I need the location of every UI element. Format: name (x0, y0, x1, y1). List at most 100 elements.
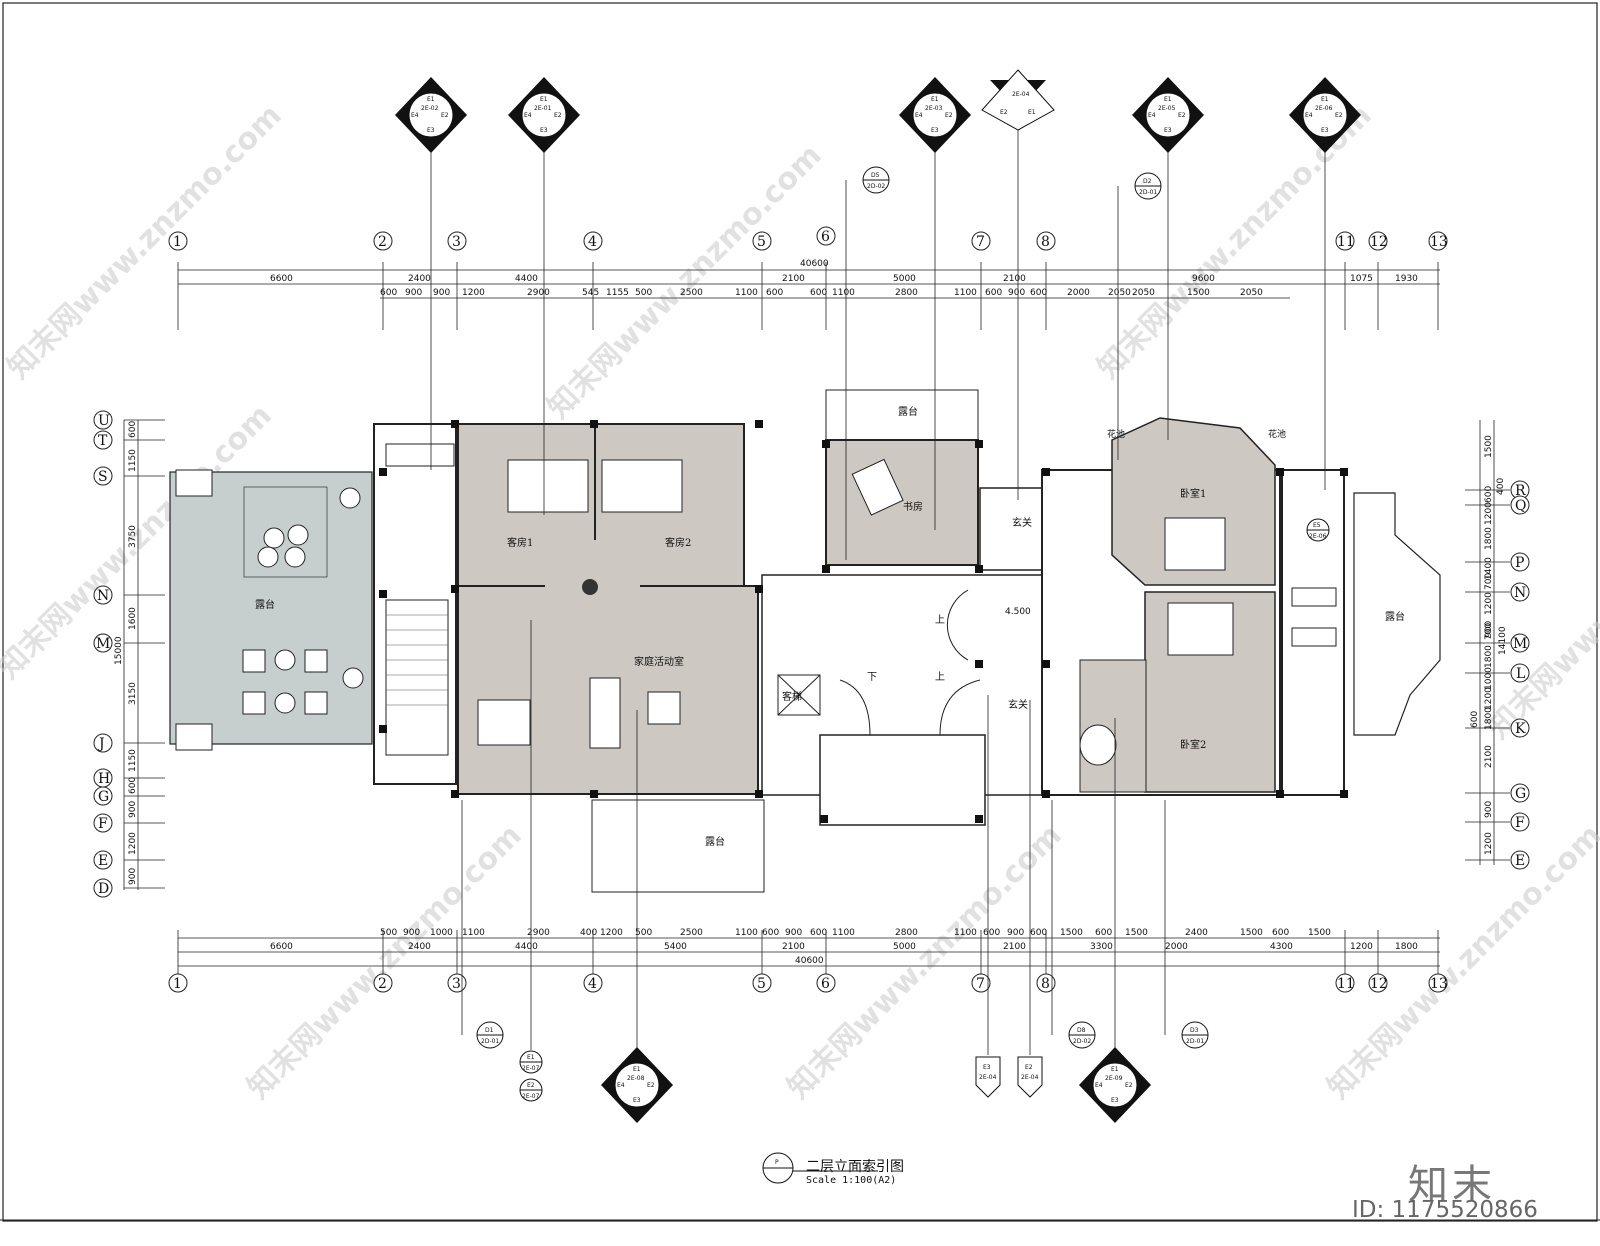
grid-label: 6 (821, 229, 830, 245)
svg-text:2E-06: 2E-06 (1315, 105, 1333, 112)
svg-text:E1: E1 (540, 96, 548, 103)
svg-text:1200: 1200 (1350, 942, 1373, 952)
terrace-column (175, 723, 213, 751)
svg-text:900: 900 (1484, 621, 1494, 638)
svg-text:545: 545 (582, 288, 599, 298)
outdoor-table-set (243, 486, 328, 578)
svg-text:1200: 1200 (128, 832, 138, 855)
grid-label: J (97, 736, 105, 752)
right-terrace (1353, 492, 1441, 736)
top-dimension-lines (177, 262, 1440, 330)
svg-text:2400: 2400 (408, 942, 431, 952)
svg-text:40600: 40600 (795, 956, 824, 966)
grid-label: 1 (173, 234, 182, 250)
svg-text:2000: 2000 (1067, 288, 1090, 298)
room-label-study: 书房 (903, 500, 923, 513)
grid-label: 1 (173, 976, 182, 992)
svg-text:1075: 1075 (1350, 274, 1373, 284)
side-dimension-texts: 600 1150 3750 1600 15000 3150 1150 600 9… (114, 421, 1508, 885)
svg-text:1100: 1100 (735, 288, 758, 298)
index-symbol-top: E1 E4 E2 E3 2E-02 E1 E4 E2 E3 2E-01 E1 E… (395, 69, 1361, 153)
grid-label: S (98, 469, 108, 485)
svg-text:E3: E3 (931, 127, 939, 134)
grid-label: G (1515, 786, 1526, 802)
sofa (589, 677, 621, 749)
svg-text:E1: E1 (427, 96, 435, 103)
svg-text:2D-01: 2D-01 (1139, 189, 1157, 196)
svg-text:600: 600 (1470, 711, 1480, 728)
grid-rows-right: R Q P N M L K G F E (1510, 480, 1530, 870)
svg-text:1500: 1500 (1308, 928, 1331, 938)
grid-label: P (1515, 555, 1524, 571)
svg-text:1400: 1400 (1484, 557, 1494, 580)
svg-text:E2: E2 (1335, 112, 1343, 119)
svg-text:1100: 1100 (832, 928, 855, 938)
svg-text:600: 600 (1030, 928, 1047, 938)
svg-text:E1: E1 (1164, 96, 1172, 103)
bathtub (1291, 627, 1337, 647)
svg-text:600: 600 (128, 777, 138, 794)
svg-text:E4: E4 (1095, 1082, 1103, 1089)
svg-text:500: 500 (635, 928, 652, 938)
svg-text:2E-04: 2E-04 (1021, 1074, 1039, 1081)
index-symbol-bottom: E1 E4 E2 E3 2E-08 E1 E4 E2 E3 2E-09 (601, 1047, 1151, 1123)
svg-text:1100: 1100 (462, 928, 485, 938)
svg-text:1500: 1500 (1484, 435, 1494, 458)
planter-label: 花池 (1107, 428, 1125, 440)
svg-text:2E-02: 2E-02 (421, 105, 439, 112)
svg-text:40600: 40600 (800, 259, 829, 269)
svg-text:4300: 4300 (1270, 942, 1293, 952)
svg-text:1800: 1800 (1484, 645, 1494, 668)
grid-label: R (1515, 483, 1526, 499)
left-terrace (169, 471, 373, 745)
svg-text:2E-04: 2E-04 (1012, 91, 1030, 98)
index-leaders (430, 130, 1326, 1055)
bed-bedroom1 (1164, 517, 1226, 571)
svg-text:1200: 1200 (1484, 832, 1494, 855)
svg-text:2E-07: 2E-07 (522, 1065, 540, 1072)
coffee-table (647, 691, 681, 725)
bed-guest2 (601, 459, 683, 513)
svg-text:E2: E2 (1178, 112, 1186, 119)
stair-left (385, 599, 449, 756)
svg-text:400: 400 (1496, 478, 1506, 495)
svg-text:2900: 2900 (527, 928, 550, 938)
room-label-guest2: 客房2 (665, 536, 691, 549)
grid-label: 13 (1430, 234, 1448, 250)
svg-text:2100: 2100 (782, 942, 805, 952)
structural-columns (379, 420, 1348, 823)
svg-text:1600: 1600 (128, 607, 138, 630)
bedroom1 (1111, 417, 1276, 586)
stair-up-label: 上 (935, 671, 945, 683)
piano (477, 699, 531, 746)
svg-text:6600: 6600 (270, 942, 293, 952)
stair-up-label: 上 (935, 614, 945, 626)
svg-text:2E-01: 2E-01 (534, 105, 552, 112)
svg-text:1200: 1200 (1484, 502, 1494, 525)
svg-text:1800: 1800 (1484, 527, 1494, 550)
grid-label: D (98, 881, 109, 897)
svg-text:3300: 3300 (1090, 942, 1113, 952)
svg-text:600: 600 (983, 928, 1000, 938)
planter-label: 花池 (1268, 428, 1286, 440)
room-label-terrace-top: 露台 (898, 405, 918, 418)
svg-text:E2: E2 (647, 1082, 655, 1089)
svg-text:E1: E1 (1321, 96, 1329, 103)
watermark-text: 知末网www.znzmo.com (1321, 818, 1600, 1106)
svg-text:E4: E4 (1148, 112, 1156, 119)
top-terrace (825, 389, 979, 441)
svg-text:1200: 1200 (462, 288, 485, 298)
svg-text:2E-04: 2E-04 (979, 1074, 997, 1081)
grid-label: 11 (1337, 976, 1355, 992)
grid-label: 2 (378, 234, 387, 250)
svg-text:500: 500 (380, 928, 397, 938)
grid-rows-left: U T S N M J H G F E D (93, 410, 113, 898)
svg-text:E1: E1 (527, 1054, 535, 1061)
svg-text:2400: 2400 (1185, 928, 1208, 938)
level-mark: 4.500 (1005, 607, 1031, 617)
grid-label: 11 (1337, 234, 1355, 250)
svg-text:1800: 1800 (1484, 707, 1494, 730)
grid-label: E (98, 853, 108, 869)
svg-text:E1: E1 (1111, 1066, 1119, 1073)
drawing-title-symbol: P (762, 1152, 878, 1184)
